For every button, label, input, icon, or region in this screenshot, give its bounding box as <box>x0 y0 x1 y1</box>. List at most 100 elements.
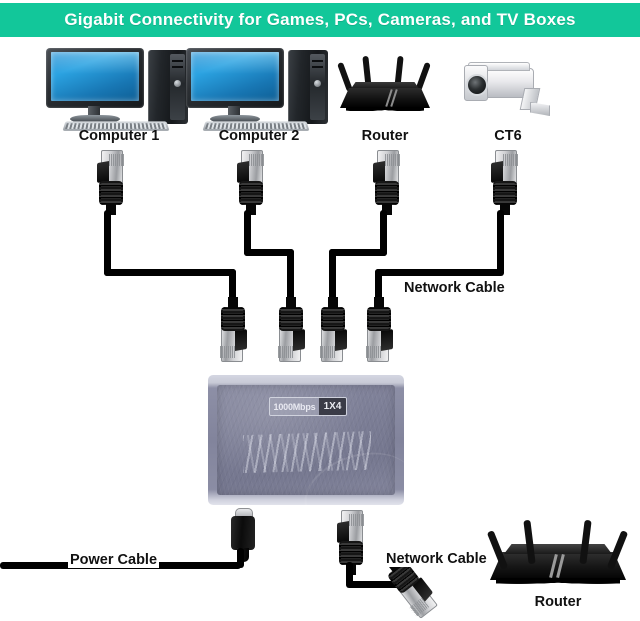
usb-c-housing <box>231 516 255 550</box>
cable-segment-computer-1-vertical <box>104 210 111 276</box>
rj45-latch-clip <box>335 328 347 352</box>
router-top-shell <box>350 82 420 90</box>
banner-title: Gigabit Connectivity for Games, PCs, Cam… <box>64 10 576 29</box>
rj45-connector-camera <box>490 150 520 215</box>
router-bottom-label: Router <box>534 594 582 610</box>
cable-segment-camera-vertical <box>497 210 504 274</box>
pc-tower <box>288 50 328 124</box>
rj45-latch-clip <box>337 520 349 544</box>
camera-label: CT6 <box>494 128 522 144</box>
rj45-clear-housing <box>495 150 519 186</box>
rj45-cable-tail <box>286 297 296 309</box>
camera-lens <box>466 74 488 96</box>
rj45-pins <box>277 346 293 358</box>
cable-segment-computer-1-horizontal <box>104 269 236 276</box>
gigabit-network-switch: 1000Mbps 1X4 <box>208 375 424 543</box>
rj45-strain-boot <box>367 307 391 331</box>
rj45-connector-computer-2 <box>236 150 266 215</box>
router-body <box>490 552 626 580</box>
rj45-latch-clip <box>381 328 393 352</box>
rj45-connector-switch-port-2 <box>276 297 306 362</box>
router-antenna <box>337 61 353 93</box>
cable-segment-computer-2-drop <box>287 249 294 309</box>
rj45-cable-tail <box>500 203 510 215</box>
header-banner: Gigabit Connectivity for Games, PCs, Cam… <box>0 3 640 37</box>
rj45-connector-switch-port-4 <box>364 297 394 362</box>
rj45-strain-boot <box>239 181 263 205</box>
rj45-strain-boot <box>99 181 123 205</box>
pc-tower-drive-slot <box>312 66 323 68</box>
monitor-stand-base <box>70 115 120 123</box>
monitor-body <box>46 48 144 108</box>
rj45-pins <box>249 154 265 166</box>
switch-ports-label: 1X4 <box>319 398 346 415</box>
rj45-pins <box>319 346 335 358</box>
rj45-connector-switch-port-3 <box>318 297 348 362</box>
switch-wave-graphic-secondary <box>243 431 371 473</box>
switch-speed-label: 1000Mbps <box>270 398 319 415</box>
cable-segment-camera-drop <box>375 269 382 309</box>
rj45-cable-tail <box>246 203 256 215</box>
rj45-strain-boot <box>375 181 399 205</box>
monitor-stand-neck <box>88 106 100 117</box>
router-status-leds <box>542 612 598 615</box>
switch-top-face: 1000Mbps 1X4 <box>217 385 424 543</box>
rj45-pins <box>349 514 365 526</box>
rj45-pins <box>503 154 519 166</box>
router-bottom-icon <box>478 508 638 590</box>
power-cable-vertical <box>237 548 244 568</box>
router-top-icon <box>330 55 440 116</box>
computer-1-icon <box>44 48 194 131</box>
security-camera-icon <box>458 58 558 124</box>
rj45-strain-boot <box>279 307 303 331</box>
network-cable-label-bottom: Network Cable <box>384 551 489 567</box>
router-top-label: Router <box>361 128 409 144</box>
router-feet <box>496 578 620 587</box>
rj45-pins <box>365 346 381 358</box>
rj45-strain-boot <box>493 181 517 205</box>
rj45-connector-switch-port-1 <box>218 297 248 362</box>
monitor-body <box>186 48 284 108</box>
network-cable-bottom-horizontal <box>346 581 406 588</box>
cable-segment-computer-1-drop <box>229 269 236 309</box>
monitor-screen <box>191 52 279 101</box>
rj45-pins <box>219 346 235 358</box>
rj45-cable-tail <box>228 297 238 309</box>
rj45-strain-boot <box>339 541 363 565</box>
computer-1-label: Computer 1 <box>78 128 160 144</box>
computer-2-icon <box>184 48 334 131</box>
monitor-screen <box>51 52 139 101</box>
pc-tower <box>148 50 188 124</box>
monitor-glare <box>51 52 139 74</box>
network-cable-label-top: Network Cable <box>402 280 507 296</box>
rj45-latch-clip <box>293 328 305 352</box>
rj45-strain-boot <box>321 307 345 331</box>
pc-tower-drive-slot <box>312 60 323 62</box>
pc-tower-drive-slot <box>172 60 183 62</box>
cable-segment-camera-horizontal <box>375 269 504 276</box>
rj45-latch-clip <box>373 160 385 184</box>
router-accent-stripe <box>556 553 565 579</box>
monitor-stand-base <box>210 115 260 123</box>
network-cable-bottom-vertical <box>346 562 353 586</box>
rj45-connector-computer-1 <box>96 150 126 215</box>
power-cable-label: Power Cable <box>68 552 160 568</box>
camera-wall-mount <box>530 102 550 116</box>
monitor-glare <box>191 52 279 74</box>
rj45-pins <box>385 154 401 166</box>
rj45-latch-clip <box>237 160 249 184</box>
rj45-pins <box>409 597 430 617</box>
rj45-strain-boot <box>221 307 245 331</box>
pc-power-button <box>174 80 181 87</box>
cable-segment-router-horizontal <box>329 249 387 256</box>
pc-tower-drive-slot <box>172 66 183 68</box>
switch-wave-graphic <box>243 431 371 473</box>
pc-tower-front-panel <box>170 54 185 120</box>
router-top-shell <box>504 544 612 554</box>
rj45-cable-tail <box>328 297 338 309</box>
rj45-latch-clip <box>235 328 247 352</box>
computer-2-label: Computer 2 <box>218 128 300 144</box>
pc-power-button <box>314 80 321 87</box>
router-body <box>340 88 430 108</box>
